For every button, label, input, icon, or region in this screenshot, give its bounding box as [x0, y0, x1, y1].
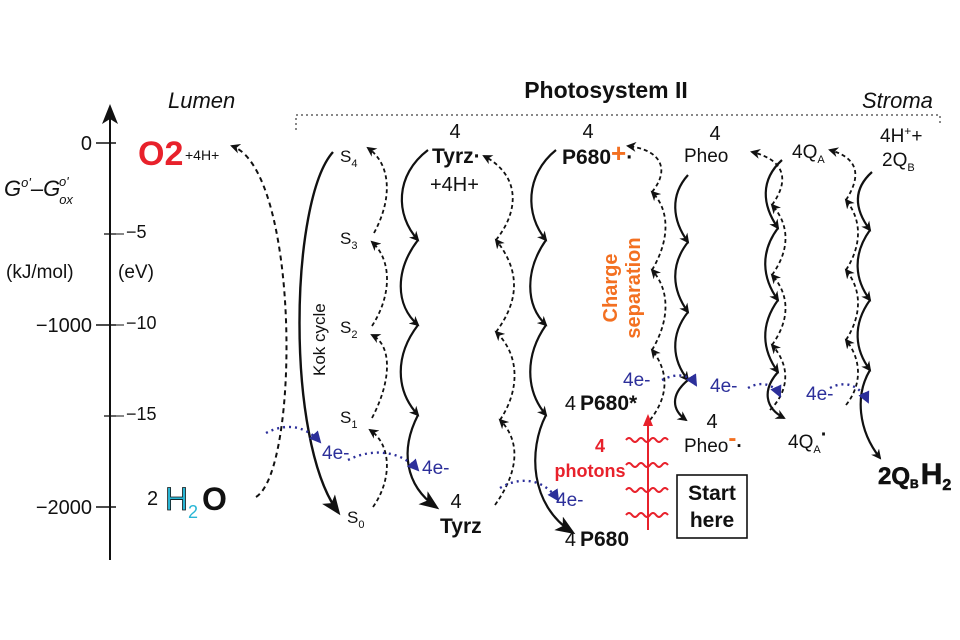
s0-state: S0	[347, 508, 364, 531]
pheo-solid-arrows	[673, 174, 690, 422]
p680-oxidized: P680+·	[562, 138, 633, 169]
h2o-coefficient: 2	[147, 488, 158, 510]
o2-protons: +4H+	[185, 147, 219, 163]
pheo-top-coef: 4	[709, 123, 720, 145]
tyrz-top-coef: 4	[449, 121, 460, 143]
qa-dashed-arrows	[828, 147, 859, 406]
tyrz-reduced: Tyrz	[440, 515, 482, 538]
kok-cycle-label: Kok cycle	[310, 303, 329, 376]
electron-label-1: 4e-	[322, 443, 349, 464]
lumen-label: Lumen	[168, 88, 235, 113]
axis-unit-ev: (eV)	[118, 262, 154, 283]
tyrz-dashed-arrows	[482, 155, 516, 506]
qa-top: 4QA	[792, 142, 825, 166]
electron-label-4: 4e-	[623, 370, 650, 391]
p680-solid-arrows	[529, 149, 576, 535]
electron-label-5: 4e-	[710, 376, 737, 397]
tyrz-radical: Tyrz·	[432, 145, 481, 168]
start-here-box	[676, 474, 748, 539]
pheo-reduced: Pheo-·	[684, 425, 743, 457]
h2o-o: O	[202, 481, 227, 517]
s4-state: S4	[340, 147, 357, 170]
stroma-label: Stroma	[862, 88, 933, 113]
qb-top: 2QB	[882, 150, 915, 174]
p680-ground: P680	[580, 528, 629, 551]
qb-protons: 4H++	[880, 124, 922, 147]
charge-separation-2: separation	[623, 237, 645, 338]
qb-h2: 2QBH2	[878, 458, 951, 494]
photosystem-bracket	[295, 114, 941, 130]
photons-count: 4	[595, 436, 605, 456]
ev-tick-10: −10	[126, 313, 157, 333]
axis-unit-kj: (kJ/mol)	[6, 262, 74, 283]
charge-separation-1: Charge	[600, 254, 622, 323]
p680-top-coef: 4	[582, 121, 593, 143]
h2o-subscript: 2	[188, 502, 198, 522]
energy-axis	[96, 104, 124, 560]
electron-label-3: 4e-	[556, 490, 583, 511]
qa-reduced: 4QA·	[788, 424, 827, 456]
pheo-top: Pheo	[684, 146, 728, 167]
s3-state: S3	[340, 229, 357, 252]
qa-solid-arrows	[764, 159, 786, 419]
water-oxidation-arrow	[230, 143, 288, 498]
electron-label-6: 4e-	[806, 384, 833, 405]
kj-tick-0: 0	[81, 133, 92, 155]
pheo-dashed-arrows	[750, 149, 787, 411]
s-state-arrows	[366, 146, 388, 508]
p680-excited: P680*	[580, 392, 638, 415]
s1-state: S1	[340, 408, 357, 431]
electron-label-2: 4e-	[422, 458, 449, 479]
s2-state: S2	[340, 318, 357, 341]
h2o-h: H	[165, 481, 188, 517]
p680-bottom-coef: 4	[565, 529, 576, 551]
diagram-title: Photosystem II	[524, 77, 688, 103]
kj-tick-1000: −1000	[36, 315, 92, 337]
pheo-bottom-coef: 4	[706, 411, 717, 433]
o2-label: O2	[138, 135, 183, 173]
photon-arrows	[625, 414, 669, 530]
tyrz-bottom-coef: 4	[450, 491, 461, 513]
axis-ylabel: Go'–Goxo'	[4, 174, 73, 207]
qb-solid-arrows	[856, 171, 882, 460]
electron-transfer-arrows	[265, 373, 870, 502]
tyrz-solid-arrows	[399, 149, 440, 510]
p680-dashed-arrows	[626, 141, 667, 421]
kj-tick-2000: −2000	[36, 497, 92, 519]
start-label-1: Start	[688, 482, 736, 505]
tyrz-protons: +4H+	[430, 174, 479, 196]
start-label-2: here	[690, 509, 734, 532]
ev-tick-15: −15	[126, 404, 157, 424]
photons-label: photons	[555, 461, 626, 481]
ev-tick-5: −5	[126, 222, 147, 242]
kok-cycle-arrow	[298, 151, 341, 516]
p680-star-coef: 4	[565, 393, 576, 415]
